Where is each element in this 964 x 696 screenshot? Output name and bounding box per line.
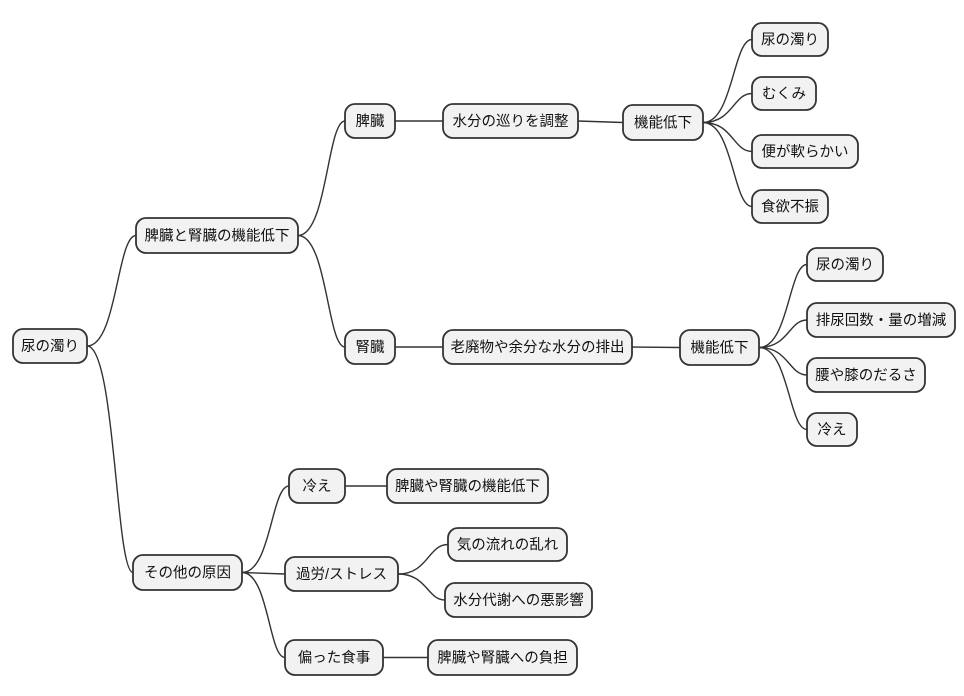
mindmap-nodes: 尿の濁り脾臓と腎臓の機能低下脾臓水分の巡りを調整機能低下尿の濁りむくみ便が軟らか… xyxy=(12,22,956,676)
node-label-k-sym2: 排尿回数・量の増減 xyxy=(816,312,947,329)
mindmap-node-root: 尿の濁り xyxy=(12,328,88,364)
edge-b2-diet xyxy=(241,571,286,659)
mindmap-node-k-sym2: 排尿回数・量の増減 xyxy=(806,302,956,338)
node-label-diet-effect: 脾臓や腎臓への負担 xyxy=(437,650,568,667)
node-box-kidney xyxy=(344,329,396,365)
node-label-stress: 過労/ストレス xyxy=(296,566,387,583)
edge-root-b2 xyxy=(86,345,134,574)
edge-b2-stress xyxy=(241,571,286,575)
edge-b1-kidney xyxy=(297,234,346,348)
node-label-k-sym1: 尿の濁り xyxy=(816,257,874,274)
node-label-stress-e2: 水分代謝への悪影響 xyxy=(453,591,584,609)
mindmap-node-cold: 冷え xyxy=(288,468,346,504)
node-box-diet xyxy=(284,639,384,676)
node-label-s-sym3: 便が軟らかい xyxy=(762,144,849,161)
node-box-k-sym3 xyxy=(806,357,926,393)
edge-stress-stress-e2 xyxy=(397,573,446,601)
node-label-spleen-decline: 機能低下 xyxy=(634,115,692,132)
node-label-spleen-role: 水分の巡りを調整 xyxy=(453,113,569,130)
node-box-cold xyxy=(288,468,346,504)
edge-kidney-role-kidney-decline xyxy=(631,346,681,349)
node-label-s-sym4: 食欲不振 xyxy=(761,199,819,216)
node-label-k-sym4: 冷え xyxy=(818,422,847,439)
mindmap-node-b1: 脾臓と腎臓の機能低下 xyxy=(135,217,299,254)
node-box-kidney-decline xyxy=(679,329,760,366)
node-box-s-sym1 xyxy=(751,22,829,57)
mindmap-node-spleen: 脾臓 xyxy=(344,103,396,139)
edge-spleen-decline-s-sym4 xyxy=(702,121,753,208)
mindmap-node-s-sym2: むくみ xyxy=(751,76,817,111)
node-box-k-sym2 xyxy=(806,302,956,338)
mindmap-node-k-sym1: 尿の濁り xyxy=(806,247,884,282)
node-label-s-sym1: 尿の濁り xyxy=(761,32,819,49)
edge-kidney-decline-k-sym3 xyxy=(758,346,808,376)
node-label-cold-effect: 脾臓や腎臓の機能低下 xyxy=(395,478,540,495)
node-box-b1 xyxy=(135,217,299,254)
edge-stress-stress-e1 xyxy=(397,543,449,575)
mindmap-node-k-sym4: 冷え xyxy=(806,412,858,447)
edge-spleen-decline-s-sym1 xyxy=(702,38,753,124)
mindmap-node-diet-effect: 脾臓や腎臓への負担 xyxy=(427,639,578,676)
edge-spleen-decline-s-sym3 xyxy=(702,121,753,153)
node-box-s-sym4 xyxy=(751,189,829,224)
mindmap-node-b2: その他の原因 xyxy=(132,554,243,591)
mindmap-edges xyxy=(86,38,808,659)
edge-spleen-role-spleen-decline xyxy=(577,120,624,124)
edge-root-b1 xyxy=(86,234,137,347)
node-label-diet: 偏った食事 xyxy=(298,650,371,667)
node-label-kidney-role: 老廃物や余分な水分の排出 xyxy=(451,338,625,356)
mindmap-node-stress-e1: 気の流れの乱れ xyxy=(447,527,568,562)
node-label-kidney-decline: 機能低下 xyxy=(691,340,749,357)
node-label-kidney: 腎臓 xyxy=(356,339,385,356)
node-box-diet-effect xyxy=(427,639,578,676)
edge-kidney-decline-k-sym2 xyxy=(758,319,808,349)
node-box-cold-effect xyxy=(386,468,549,504)
mindmap-node-s-sym3: 便が軟らかい xyxy=(751,134,859,169)
mindmap-node-diet: 偏った食事 xyxy=(284,639,384,676)
node-box-spleen xyxy=(344,103,396,139)
mindmap-node-s-sym1: 尿の濁り xyxy=(751,22,829,57)
node-label-spleen: 脾臓 xyxy=(356,113,385,130)
mindmap-node-k-sym3: 腰や膝のだるさ xyxy=(806,357,926,393)
node-box-kidney-role xyxy=(442,329,633,365)
mindmap-node-spleen-role: 水分の巡りを調整 xyxy=(442,103,579,139)
edge-b1-spleen xyxy=(297,120,346,237)
mindmap-node-kidney: 腎臓 xyxy=(344,329,396,365)
node-box-k-sym1 xyxy=(806,247,884,282)
node-box-s-sym2 xyxy=(751,76,817,111)
mindmap-node-s-sym4: 食欲不振 xyxy=(751,189,829,224)
mindmap-node-spleen-decline: 機能低下 xyxy=(622,104,704,141)
mindmap-node-cold-effect: 脾臓や腎臓の機能低下 xyxy=(386,468,549,504)
node-box-stress-e2 xyxy=(444,582,593,618)
node-label-cold: 冷え xyxy=(303,478,332,495)
node-box-stress-e1 xyxy=(447,527,568,562)
node-box-spleen-decline xyxy=(622,104,704,141)
node-label-k-sym3: 腰や膝のだるさ xyxy=(815,367,917,384)
node-label-root: 尿の濁り xyxy=(21,338,79,355)
node-label-b1: 脾臓と腎臓の機能低下 xyxy=(145,228,290,245)
node-box-spleen-role xyxy=(442,103,579,139)
edge-kidney-decline-k-sym1 xyxy=(758,263,808,349)
edge-kidney-decline-k-sym4 xyxy=(758,346,808,431)
mindmap-node-kidney-decline: 機能低下 xyxy=(679,329,760,366)
mindmap-node-kidney-role: 老廃物や余分な水分の排出 xyxy=(442,329,633,365)
edge-spleen-decline-s-sym2 xyxy=(702,92,753,124)
node-box-root xyxy=(12,328,88,364)
node-box-b2 xyxy=(132,554,243,591)
node-box-s-sym3 xyxy=(751,134,859,169)
edge-b2-cold xyxy=(241,485,290,574)
mindmap-node-stress-e2: 水分代謝への悪影響 xyxy=(444,582,593,618)
node-box-k-sym4 xyxy=(806,412,858,447)
mindmap-node-stress: 過労/ストレス xyxy=(284,556,399,592)
node-label-b2: その他の原因 xyxy=(144,565,231,582)
node-label-stress-e1: 気の流れの乱れ xyxy=(457,537,559,554)
node-label-s-sym2: むくみ xyxy=(762,86,806,103)
node-box-stress xyxy=(284,556,399,592)
